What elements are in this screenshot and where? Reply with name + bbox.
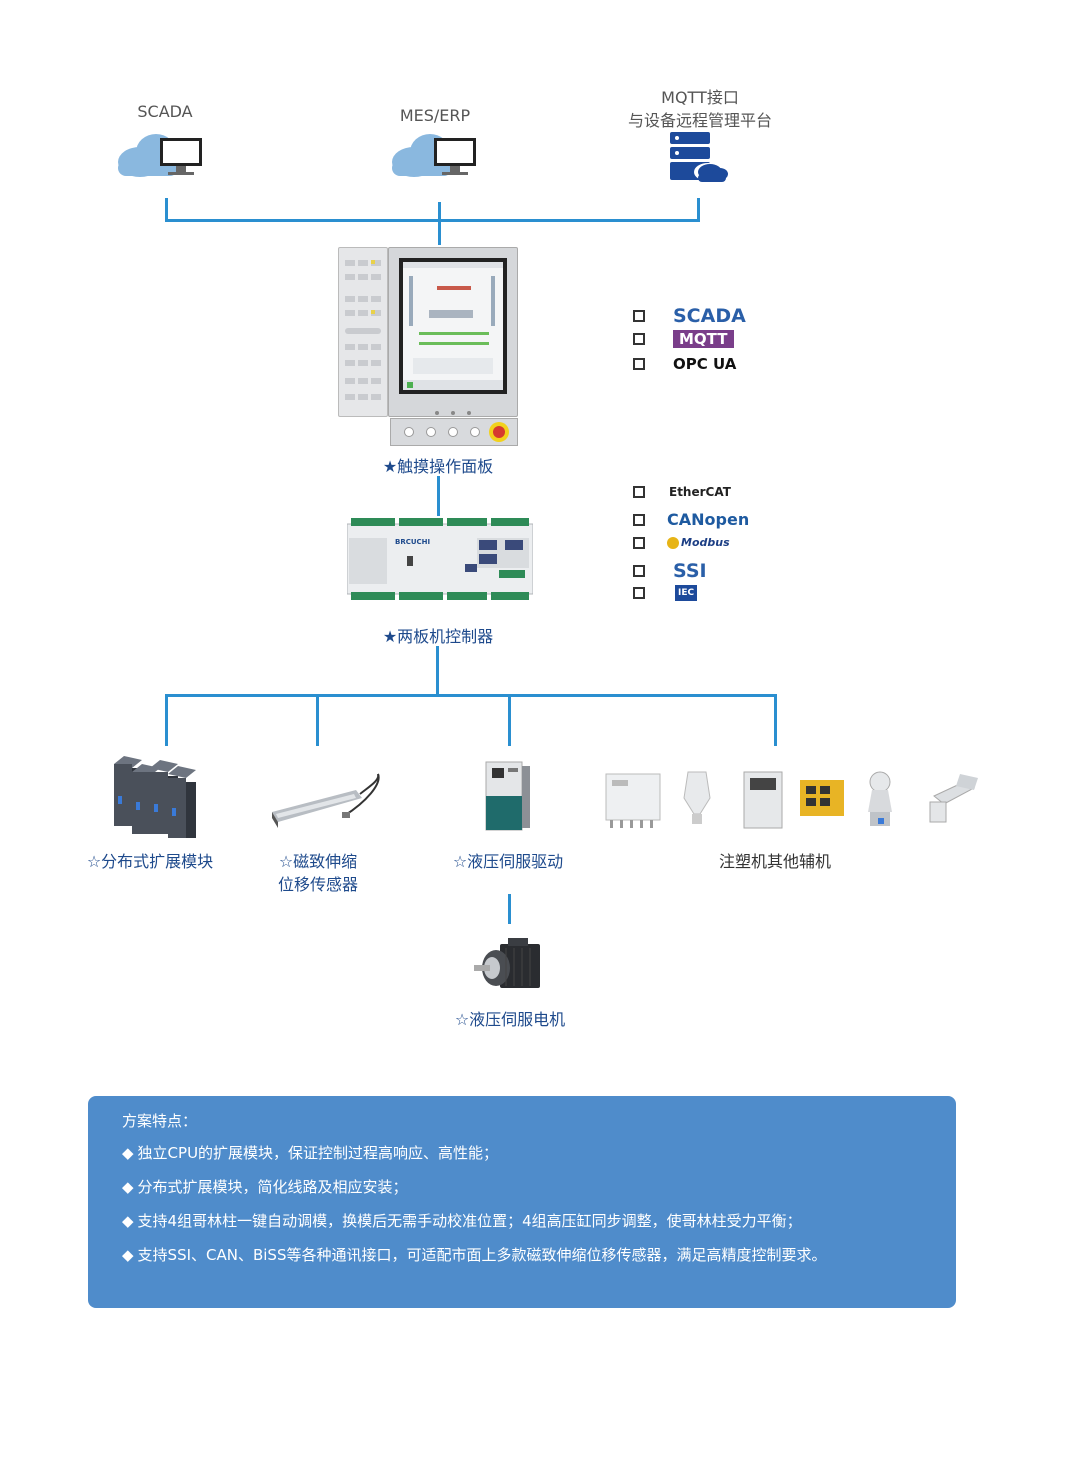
bottom-bus-line <box>165 694 777 697</box>
feature-text: 支持SSI、CAN、BiSS等各种通讯接口，可适配市面上多款磁致伸缩位移传感器，… <box>137 1246 827 1264</box>
features-title: 方案特点： <box>122 1112 198 1130</box>
iec-logo: IEC <box>675 585 698 601</box>
feature-text: 分布式扩展模块，简化线路及相应安装； <box>137 1178 408 1196</box>
auxiliary-equipment-images <box>604 768 982 836</box>
feature-item: ◆支持4组哥林柱一键自动调模，换模后无需手动校准位置；4组高压缸同步调整，使哥林… <box>122 1210 802 1231</box>
scada-drop-line <box>165 198 168 220</box>
controller-device: BRCUCHI <box>346 518 534 600</box>
ssi-logo: SSI <box>673 560 707 582</box>
mes-drop-line <box>438 202 441 245</box>
servo-motor-label: ☆液压伺服电机 <box>454 1010 566 1029</box>
feature-item: ◆支持SSI、CAN、BiSS等各种通讯接口，可适配市面上多款磁致伸缩位移传感器… <box>122 1244 826 1265</box>
mqtt-logo: MQTT <box>673 330 734 348</box>
feature-item: ◆分布式扩展模块，简化线路及相应安装； <box>122 1176 408 1197</box>
hmi-screen <box>399 258 507 394</box>
checkbox-icon <box>633 486 645 498</box>
diamond-bullet-icon: ◆ <box>122 1212 134 1230</box>
mes-erp-label: MES/ERP <box>399 106 471 125</box>
hmi-keypad <box>338 247 388 417</box>
checkbox-icon <box>633 333 645 345</box>
hmi-touchscreen <box>388 247 518 417</box>
scada-cloud-computer-icon <box>112 130 212 186</box>
panel-protocol-mqtt: MQTT <box>633 330 734 348</box>
checkbox-icon <box>633 513 645 526</box>
sensor-drop-line <box>316 694 319 746</box>
controller-brand: BRCUCHI <box>395 538 431 546</box>
scada-logo: SCADA <box>673 305 746 327</box>
sensor-label-line2: 位移传感器 <box>277 875 358 894</box>
aux-drop-line <box>774 694 777 746</box>
controller-protocol-iec: IEC <box>633 585 698 601</box>
feature-text: 支持4组哥林柱一键自动调模，换模后无需手动校准位置；4组高压缸同步调整，使哥林柱… <box>137 1212 802 1230</box>
hmi-controller-line <box>437 476 440 516</box>
expansion-module-image <box>110 750 202 844</box>
checkbox-icon <box>633 565 645 577</box>
aux-label: 注塑机其他辅机 <box>718 852 831 871</box>
controller-down-line <box>436 646 439 696</box>
checkbox-icon <box>633 536 645 549</box>
servo-motor-image <box>470 938 550 998</box>
server-cloud-icon <box>668 130 730 188</box>
diamond-bullet-icon: ◆ <box>122 1246 134 1264</box>
diamond-bullet-icon: ◆ <box>122 1144 134 1162</box>
controller-label: ★两板机控制器 <box>382 627 494 646</box>
panel-protocol-opcua: OPC UA <box>633 355 736 373</box>
hmi-label: ★触摸操作面板 <box>382 457 494 476</box>
controller-protocol-ssi: SSI <box>633 560 707 582</box>
hmi-button-bar <box>390 418 518 446</box>
mqtt-label-line1: MQTT接口 <box>661 88 739 107</box>
mqtt-drop-line <box>697 198 700 220</box>
feature-item: ◆独立CPU的扩展模块，保证控制过程高响应、高性能； <box>122 1142 498 1163</box>
expansion-label: ☆分布式扩展模块 <box>86 852 214 871</box>
feature-text: 独立CPU的扩展模块，保证控制过程高响应、高性能； <box>137 1144 499 1162</box>
sensor-label-line1: ☆磁致伸缩 <box>278 852 358 871</box>
opcua-logo: OPC UA <box>673 355 737 373</box>
mes-cloud-computer-icon <box>386 130 486 186</box>
drive-drop-line <box>508 694 511 746</box>
scada-label: SCADA <box>137 102 193 121</box>
servo-drive-image <box>484 760 532 836</box>
modbus-logo: Modbus <box>681 536 730 549</box>
diamond-bullet-icon: ◆ <box>122 1178 134 1196</box>
controller-protocol-ethercat: EtherCAT <box>633 485 731 499</box>
mqtt-label-line2: 与设备远程管理平台 <box>627 111 772 130</box>
magnetostrictive-sensor-image <box>270 772 385 836</box>
modbus-gear-icon <box>667 536 679 549</box>
drive-motor-line <box>508 894 511 924</box>
canopen-logo: CANopen <box>667 510 750 529</box>
ethercat-logo: EtherCAT <box>669 485 731 499</box>
features-panel: 方案特点： ◆独立CPU的扩展模块，保证控制过程高响应、高性能； ◆分布式扩展模… <box>88 1096 956 1308</box>
controller-protocol-canopen: CANopen <box>633 510 749 529</box>
checkbox-icon <box>633 310 645 322</box>
top-bus-line <box>165 219 700 222</box>
controller-protocol-modbus: Modbus <box>633 536 730 549</box>
expansion-drop-line <box>165 694 168 746</box>
servo-drive-label: ☆液压伺服驱动 <box>452 852 564 871</box>
checkbox-icon <box>633 587 645 599</box>
panel-protocol-scada: SCADA <box>633 305 746 327</box>
checkbox-icon <box>633 358 645 370</box>
